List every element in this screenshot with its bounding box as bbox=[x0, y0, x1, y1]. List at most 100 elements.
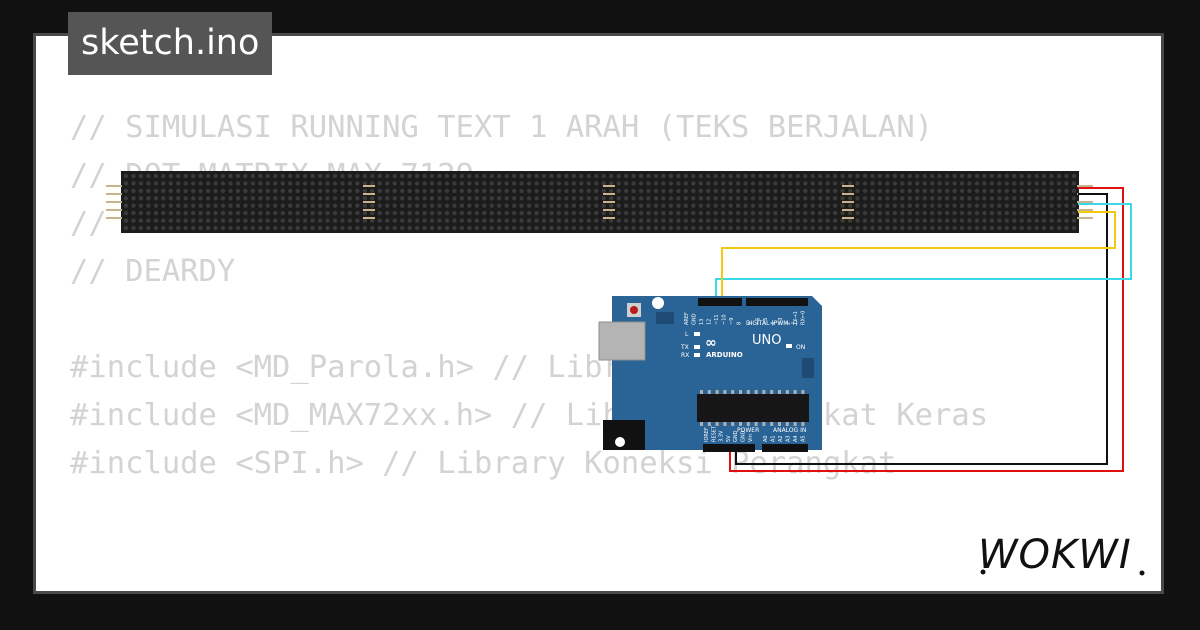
matrix-dot bbox=[758, 218, 763, 223]
matrix-dot bbox=[168, 173, 173, 179]
matrix-dot bbox=[1041, 218, 1047, 223]
wire-red[interactable] bbox=[729, 187, 1124, 472]
matrix-dot bbox=[347, 173, 353, 179]
matrix-dot bbox=[594, 203, 599, 208]
matrix-dot bbox=[400, 210, 405, 216]
chip-leg bbox=[731, 422, 735, 426]
matrix-pin bbox=[842, 217, 854, 219]
matrix-dot bbox=[892, 203, 898, 208]
matrix-dot bbox=[1034, 203, 1039, 208]
matrix-dot bbox=[526, 210, 532, 216]
wire-cyan[interactable] bbox=[715, 203, 1132, 300]
matrix-dot bbox=[280, 173, 285, 179]
matrix-dot bbox=[750, 196, 756, 201]
matrix-dot bbox=[355, 203, 360, 208]
matrix-dot bbox=[414, 196, 420, 201]
matrix-dot bbox=[541, 225, 547, 231]
matrix-dot bbox=[930, 210, 935, 216]
matrix-pin bbox=[106, 185, 122, 187]
matrix-dot bbox=[713, 196, 718, 201]
matrix-dot bbox=[302, 225, 308, 231]
matrix-dot bbox=[855, 225, 860, 231]
matrix-dot bbox=[370, 196, 375, 201]
matrix-dot bbox=[265, 225, 270, 231]
matrix-dot bbox=[974, 196, 980, 201]
matrix-dot bbox=[982, 225, 987, 231]
matrix-dot bbox=[123, 225, 129, 231]
matrix-dot bbox=[1064, 173, 1069, 179]
matrix-dot bbox=[310, 173, 315, 179]
matrix-dot bbox=[273, 210, 278, 216]
matrix-dot bbox=[123, 181, 129, 186]
matrix-dot bbox=[541, 218, 547, 223]
matrix-dot bbox=[974, 181, 980, 186]
matrix-dot bbox=[616, 210, 621, 216]
matrix-dot bbox=[153, 181, 159, 186]
matrix-dot bbox=[489, 188, 494, 194]
matrix-dot bbox=[273, 181, 278, 186]
matrix-dot bbox=[601, 181, 606, 186]
matrix-dot bbox=[317, 218, 323, 223]
matrix-dot bbox=[220, 173, 226, 179]
matrix-dot bbox=[556, 218, 562, 223]
matrix-dot bbox=[340, 225, 345, 231]
matrix-dot bbox=[325, 225, 330, 231]
matrix-dot bbox=[922, 181, 927, 186]
matrix-dot bbox=[997, 203, 1002, 208]
matrix-dot bbox=[519, 173, 524, 179]
wire-black[interactable] bbox=[735, 193, 1108, 465]
matrix-dot bbox=[362, 218, 368, 223]
matrix-dot bbox=[765, 225, 771, 231]
matrix-dot bbox=[512, 188, 517, 194]
matrix-dot bbox=[258, 218, 263, 223]
matrix-dot bbox=[422, 188, 427, 194]
matrix-dot bbox=[556, 225, 562, 231]
matrix-dot bbox=[482, 218, 487, 223]
matrix-dot bbox=[892, 218, 898, 223]
matrix-dot bbox=[855, 181, 860, 186]
wire-yellow[interactable] bbox=[721, 211, 1116, 300]
matrix-dot bbox=[1012, 210, 1017, 216]
matrix-dot bbox=[930, 203, 935, 208]
matrix-dot bbox=[191, 210, 196, 216]
matrix-dot bbox=[646, 196, 651, 201]
file-tab[interactable]: sketch.ino bbox=[68, 12, 273, 75]
matrix-dot bbox=[989, 218, 995, 223]
matrix-dot bbox=[355, 210, 360, 216]
matrix-dot bbox=[400, 188, 405, 194]
matrix-dot bbox=[706, 225, 711, 231]
matrix-dot bbox=[788, 196, 793, 201]
matrix-dot bbox=[444, 188, 450, 194]
matrix-dot bbox=[974, 173, 980, 179]
matrix-dot bbox=[982, 173, 987, 179]
matrix-dot bbox=[205, 210, 211, 216]
led-matrix[interactable] bbox=[106, 171, 1093, 233]
chip-leg bbox=[801, 422, 805, 426]
matrix-dot bbox=[1019, 203, 1024, 208]
matrix-dot bbox=[414, 218, 420, 223]
matrix-dot bbox=[818, 188, 823, 194]
matrix-dot bbox=[952, 218, 957, 223]
matrix-dot bbox=[1004, 181, 1009, 186]
digital-pin-label: ~5 bbox=[763, 318, 769, 325]
power-label: POWER bbox=[737, 427, 759, 434]
matrix-dot bbox=[862, 210, 868, 216]
matrix-dot bbox=[601, 218, 606, 223]
matrix-dot bbox=[362, 188, 368, 194]
matrix-dot bbox=[414, 225, 420, 231]
matrix-dot bbox=[721, 203, 726, 208]
matrix-dot bbox=[594, 225, 599, 231]
matrix-dot bbox=[885, 173, 890, 179]
matrix-dot bbox=[437, 188, 442, 194]
matrix-dot bbox=[198, 188, 203, 194]
matrix-dot bbox=[183, 188, 188, 194]
matrix-dot bbox=[392, 225, 397, 231]
matrix-dot bbox=[400, 181, 405, 186]
matrix-dot bbox=[795, 188, 800, 194]
matrix-dot bbox=[847, 173, 853, 179]
matrix-dot bbox=[825, 203, 830, 208]
matrix-dot bbox=[571, 181, 577, 186]
analog-pin-label: A5 bbox=[801, 435, 807, 442]
matrix-dot bbox=[302, 196, 308, 201]
